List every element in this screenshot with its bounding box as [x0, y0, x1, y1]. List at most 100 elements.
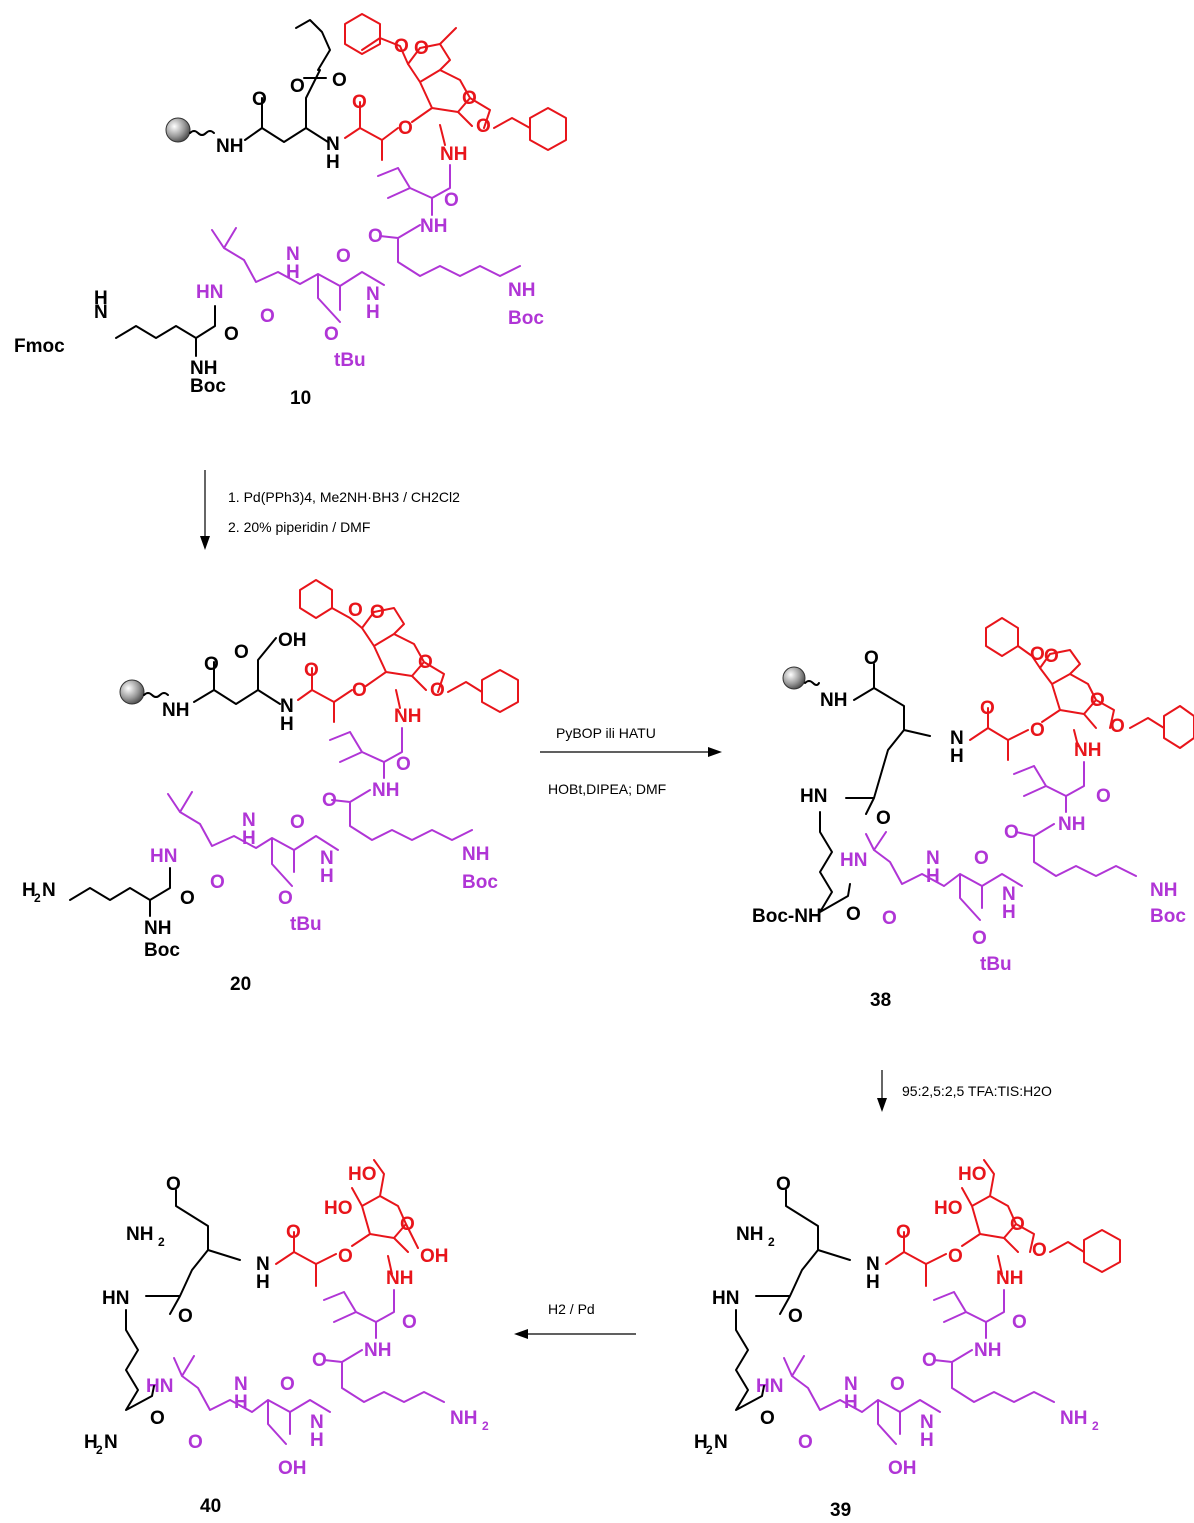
svg-text:Boc: Boc — [190, 376, 226, 397]
svg-text:O: O — [312, 1350, 327, 1371]
svg-text:O: O — [974, 848, 989, 869]
svg-text:HN: HN — [146, 1376, 173, 1397]
svg-text:O: O — [396, 754, 411, 775]
svg-text:O: O — [402, 1312, 417, 1333]
svg-text:O: O — [178, 1306, 193, 1327]
svg-text:N: N — [256, 1254, 270, 1275]
compound-number-38: 38 — [870, 990, 891, 1011]
svg-text:HOBt,DIPEA; DMF: HOBt,DIPEA; DMF — [548, 781, 666, 797]
svg-text:O: O — [286, 1222, 301, 1243]
svg-text:OH: OH — [888, 1458, 917, 1479]
svg-text:O: O — [394, 36, 409, 57]
svg-text:2: 2 — [482, 1419, 489, 1433]
svg-text:NH: NH — [462, 844, 489, 865]
svg-text:O: O — [210, 872, 225, 893]
svg-text:NH: NH — [508, 280, 535, 301]
svg-text:N: N — [926, 848, 940, 869]
step-39-to-40: H2 / Pd — [514, 1301, 636, 1339]
svg-text:O: O — [922, 1350, 937, 1371]
compound-10: NH O O O N H O O O O O O NH O NH O NH Bo… — [14, 13, 567, 409]
svg-text:H: H — [94, 288, 108, 309]
step-10-to-20: 1. Pd(PPh3)4, Me2NH·BH3 / CH2Cl2 2. 20% … — [200, 470, 460, 550]
svg-text:O: O — [304, 660, 319, 681]
svg-text:2. 20% piperidin / DMF: 2. 20% piperidin / DMF — [228, 519, 370, 535]
svg-text:NH: NH — [996, 1268, 1023, 1289]
svg-text:H: H — [256, 1272, 270, 1293]
svg-text:HO: HO — [934, 1198, 963, 1219]
svg-text:H: H — [926, 866, 940, 887]
svg-text:O: O — [418, 652, 433, 673]
svg-text:NH: NH — [440, 144, 467, 165]
svg-text:O: O — [1044, 646, 1059, 667]
svg-text:H: H — [920, 1430, 934, 1451]
svg-text:O: O — [882, 908, 897, 929]
svg-text:O: O — [352, 680, 367, 701]
svg-text:O: O — [398, 118, 413, 139]
svg-text:O: O — [204, 654, 219, 675]
svg-text:O: O — [370, 602, 385, 623]
svg-text:O: O — [444, 190, 459, 211]
svg-text:H: H — [694, 1432, 708, 1453]
svg-text:O: O — [1010, 1214, 1025, 1235]
svg-text:O: O — [1004, 822, 1019, 843]
svg-text:NH: NH — [162, 700, 189, 721]
svg-text:O: O — [188, 1432, 203, 1453]
svg-text:O: O — [1096, 786, 1111, 807]
svg-text:H2 / Pd: H2 / Pd — [548, 1301, 595, 1317]
compound-40: O NH 2 N H O HN O O HO HO O OH NH O NH O… — [84, 1159, 489, 1517]
svg-text:O: O — [338, 1246, 353, 1267]
compound-number-20: 20 — [230, 974, 251, 995]
svg-text:N: N — [320, 848, 334, 869]
svg-text:O: O — [400, 1214, 415, 1235]
svg-text:PyBOP ili HATU: PyBOP ili HATU — [556, 725, 656, 741]
svg-text:1. Pd(PPh3)4, Me2NH·BH3 / CH2C: 1. Pd(PPh3)4, Me2NH·BH3 / CH2Cl2 — [228, 489, 460, 505]
svg-text:O: O — [864, 648, 879, 669]
svg-text:O: O — [1110, 716, 1125, 737]
svg-text:OH: OH — [420, 1246, 449, 1267]
svg-text:2: 2 — [768, 1235, 775, 1249]
svg-text:O: O — [290, 812, 305, 833]
svg-text:HN: HN — [712, 1288, 739, 1309]
svg-text:NH: NH — [450, 1408, 477, 1429]
svg-text:O: O — [876, 808, 891, 829]
svg-text:NH: NH — [736, 1224, 763, 1245]
svg-text:HN: HN — [196, 282, 223, 303]
svg-text:O: O — [896, 1222, 911, 1243]
svg-text:N: N — [1002, 884, 1016, 905]
svg-text:NH: NH — [190, 358, 217, 379]
svg-text:HN: HN — [756, 1376, 783, 1397]
svg-text:O: O — [368, 226, 383, 247]
svg-text:O: O — [280, 1374, 295, 1395]
svg-text:2: 2 — [96, 1443, 103, 1457]
svg-text:O: O — [278, 888, 293, 909]
svg-text:N: N — [844, 1374, 858, 1395]
svg-text:O: O — [324, 324, 339, 345]
svg-text:O: O — [846, 904, 861, 925]
svg-text:HO: HO — [348, 1164, 377, 1185]
svg-text:OH: OH — [278, 1458, 307, 1479]
svg-text:NH: NH — [372, 780, 399, 801]
svg-text:H: H — [844, 1392, 858, 1413]
step-20-to-38: PyBOP ili HATU HOBt,DIPEA; DMF — [540, 725, 722, 797]
svg-text:95:2,5:2,5 TFA:TIS:H2O: 95:2,5:2,5 TFA:TIS:H2O — [902, 1083, 1052, 1099]
svg-text:H: H — [280, 714, 294, 735]
svg-text:OH: OH — [278, 630, 307, 651]
svg-text:NH: NH — [1074, 740, 1101, 761]
svg-text:O: O — [430, 680, 445, 701]
svg-text:N: N — [326, 134, 340, 155]
svg-text:O: O — [980, 698, 995, 719]
resin-bead-icon — [782, 666, 806, 690]
svg-text:O: O — [322, 790, 337, 811]
svg-text:N: N — [286, 244, 300, 265]
svg-text:O: O — [1030, 644, 1045, 665]
svg-text:NH: NH — [364, 1340, 391, 1361]
svg-text:N: N — [94, 302, 108, 323]
svg-text:NH: NH — [394, 706, 421, 727]
svg-text:N: N — [42, 880, 56, 901]
svg-text:Boc: Boc — [462, 872, 498, 893]
svg-text:NH: NH — [144, 918, 171, 939]
svg-text:O: O — [150, 1408, 165, 1429]
svg-text:HO: HO — [958, 1164, 987, 1185]
svg-text:NH: NH — [386, 1268, 413, 1289]
